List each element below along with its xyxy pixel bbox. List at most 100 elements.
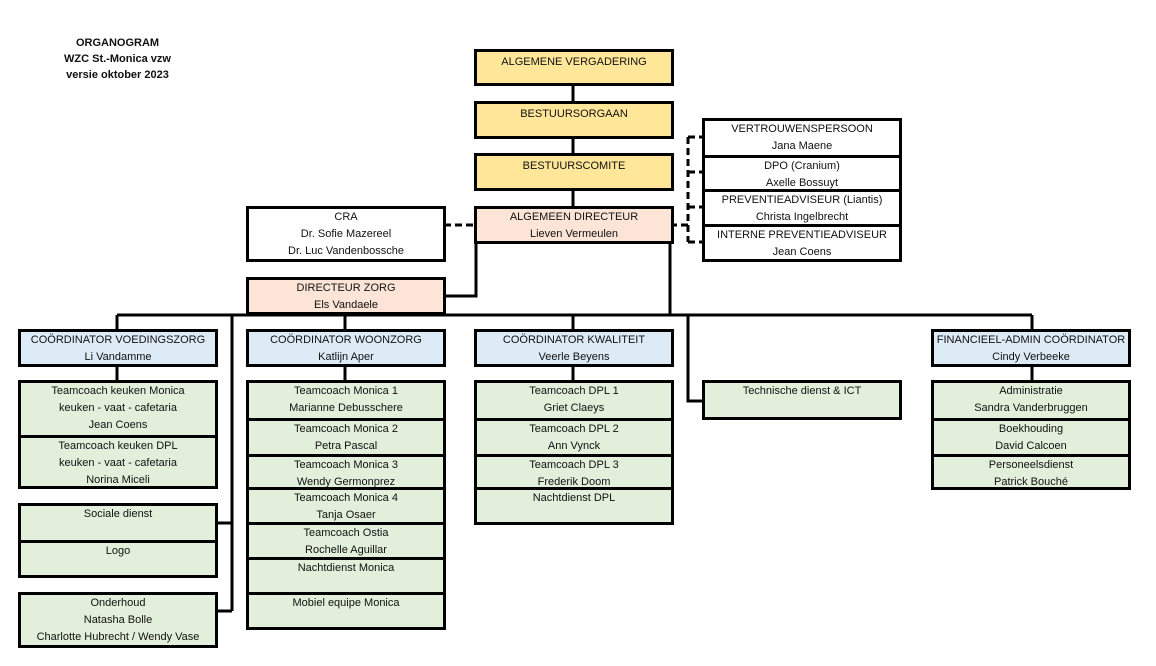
finance-team-box: Personeelsdienst Patrick Bouché bbox=[931, 454, 1131, 490]
quality-team-box: Nachtdienst DPL bbox=[474, 487, 674, 525]
connector-line bbox=[686, 315, 704, 403]
team-line: Norina Miceli bbox=[86, 474, 150, 486]
team-line: Teamcoach Ostia bbox=[303, 527, 389, 539]
advisor-role: DPO (Cranium) bbox=[764, 160, 840, 172]
service-box: Sociale dienst bbox=[18, 503, 218, 543]
service-label: Logo bbox=[105, 545, 131, 557]
team-line: Sandra Vanderbruggen bbox=[974, 402, 1088, 414]
team-line: Teamcoach DPL 2 bbox=[529, 423, 619, 435]
team-line: David Calcoen bbox=[995, 440, 1067, 452]
quality-team-box: Teamcoach DPL 1 Griet Claeys bbox=[474, 380, 674, 421]
finance-team-box: Boekhouding David Calcoen bbox=[931, 418, 1131, 457]
team-line: Marianne Debusschere bbox=[289, 402, 403, 414]
coordinator-role: COÖRDINATOR KWALITEIT bbox=[502, 334, 646, 346]
team-line: Teamcoach Monica 2 bbox=[294, 423, 398, 435]
advisor-box: INTERNE PREVENTIEADVISEUR Jean Coens bbox=[702, 224, 902, 262]
cra-name: Dr. Luc Vandenbossche bbox=[288, 245, 404, 257]
board-box: BESTUURSORGAAN bbox=[474, 101, 674, 139]
care-director-role: DIRECTEUR ZORG bbox=[296, 282, 396, 294]
service-box: Logo bbox=[18, 540, 218, 578]
coordinator-name: Li Vandamme bbox=[84, 351, 152, 363]
living-team-box: Teamcoach Ostia Rochelle Aguillar bbox=[246, 522, 446, 560]
general-director-name: Lieven Vermeulen bbox=[529, 228, 619, 240]
advisor-role: PREVENTIEADVISEUR (Liantis) bbox=[721, 194, 883, 206]
team-line: Frederik Doom bbox=[537, 476, 611, 488]
coordinator-role: COÖRDINATOR VOEDINGSZORG bbox=[30, 334, 206, 346]
technical-service-box: Technische dienst & ICT bbox=[702, 380, 902, 420]
team-line: keuken - vaat - cafetaria bbox=[58, 457, 177, 469]
committee-label: BESTUURSCOMITE bbox=[522, 160, 626, 172]
general-assembly-box: ALGEMENE VERGADERING bbox=[474, 49, 674, 86]
team-line: Wendy Germonprez bbox=[296, 476, 396, 488]
team-line: Rochelle Aguillar bbox=[305, 544, 387, 556]
team-line: Teamcoach keuken DPL bbox=[58, 440, 178, 452]
team-line: Jean Coens bbox=[88, 419, 148, 431]
maintenance-box: Onderhoud Natasha Bolle Charlotte Hubrec… bbox=[18, 592, 218, 648]
team-line: Patrick Bouché bbox=[994, 476, 1068, 488]
living-team-box: Mobiel equipe Monica bbox=[246, 592, 446, 630]
food-team-box: Teamcoach keuken DPL keuken - vaat - caf… bbox=[18, 435, 218, 489]
team-line: Tanja Osaer bbox=[316, 509, 376, 521]
team-line: Natasha Bolle bbox=[83, 614, 153, 626]
living-team-box: Teamcoach Monica 3 Wendy Germonprez bbox=[246, 454, 446, 490]
team-line: keuken - vaat - cafetaria bbox=[58, 402, 177, 414]
quality-team-box: Teamcoach DPL 3 Frederik Doom bbox=[474, 454, 674, 490]
team-line: Petra Pascal bbox=[314, 440, 378, 452]
coordinator-name: Katlijn Aper bbox=[318, 351, 374, 363]
board-label: BESTUURSORGAAN bbox=[520, 108, 628, 120]
team-line: Teamcoach DPL 1 bbox=[529, 385, 619, 397]
team-line: Personeelsdienst bbox=[988, 459, 1074, 471]
team-line: Teamcoach Monica 3 bbox=[294, 459, 398, 471]
care-director-name: Els Vandaele bbox=[313, 299, 378, 311]
cra-name: Dr. Sofie Mazereel bbox=[300, 228, 392, 240]
committee-box: BESTUURSCOMITE bbox=[474, 153, 674, 191]
team-line: Administratie bbox=[999, 385, 1063, 397]
advisor-name: Jean Coens bbox=[772, 246, 832, 258]
living-team-box: Teamcoach Monica 4 Tanja Osaer bbox=[246, 487, 446, 525]
general-director-box: ALGEMEEN DIRECTEUR Lieven Vermeulen bbox=[474, 206, 674, 244]
coordinator-role: COÖRDINATOR WOONZORG bbox=[270, 334, 422, 346]
cra-role: CRA bbox=[334, 211, 358, 223]
coordinator-living-box: COÖRDINATOR WOONZORG Katlijn Aper bbox=[246, 329, 446, 367]
advisor-box: VERTROUWENSPERSOON Jana Maene bbox=[702, 118, 902, 158]
living-team-box: Nachtdienst Monica bbox=[246, 557, 446, 595]
coordinator-role: FINANCIEEL-ADMIN COÖRDINATOR bbox=[936, 334, 1126, 346]
team-line: Ann Vynck bbox=[547, 440, 601, 452]
service-label: Sociale dienst bbox=[83, 508, 153, 520]
advisor-box: DPO (Cranium) Axelle Bossuyt bbox=[702, 155, 902, 192]
advisor-name: Christa Ingelbrecht bbox=[755, 211, 849, 223]
team-line: Teamcoach Monica 4 bbox=[294, 492, 398, 504]
team-line: Teamcoach DPL 3 bbox=[529, 459, 619, 471]
advisor-name: Jana Maene bbox=[771, 140, 833, 152]
chart-title: ORGANOGRAM bbox=[75, 37, 160, 49]
finance-team-box: Administratie Sandra Vanderbruggen bbox=[931, 380, 1131, 421]
care-director-box: DIRECTEUR ZORG Els Vandaele bbox=[246, 277, 446, 315]
advisor-role: INTERNE PREVENTIEADVISEUR bbox=[717, 229, 887, 241]
team-line: Teamcoach keuken Monica bbox=[51, 385, 185, 397]
general-assembly-label: ALGEMENE VERGADERING bbox=[501, 56, 647, 68]
cra-box: CRA Dr. Sofie Mazereel Dr. Luc Vandenbos… bbox=[246, 206, 446, 262]
food-team-box: Teamcoach keuken Monica keuken - vaat - … bbox=[18, 380, 218, 438]
team-line: Onderhoud bbox=[90, 597, 146, 609]
team-line: Charlotte Hubrecht / Wendy Vase bbox=[36, 631, 200, 643]
team-line: Technische dienst & ICT bbox=[742, 385, 862, 397]
general-director-role: ALGEMEEN DIRECTEUR bbox=[509, 211, 639, 223]
quality-team-box: Teamcoach DPL 2 Ann Vynck bbox=[474, 418, 674, 457]
team-line: Nachtdienst DPL bbox=[532, 492, 616, 504]
organization-name: WZC St.-Monica vzw bbox=[64, 53, 171, 65]
team-line: Teamcoach Monica 1 bbox=[294, 385, 398, 397]
team-line: Griet Claeys bbox=[543, 402, 605, 414]
chart-title-block: ORGANOGRAM WZC St.-Monica vzw versie okt… bbox=[40, 35, 195, 83]
advisor-role: VERTROUWENSPERSOON bbox=[731, 123, 873, 135]
coordinator-name: Veerle Beyens bbox=[538, 351, 610, 363]
team-line: Nachtdienst Monica bbox=[297, 562, 395, 574]
connector-line bbox=[444, 242, 478, 298]
coordinator-quality-box: COÖRDINATOR KWALITEIT Veerle Beyens bbox=[474, 329, 674, 367]
team-line: Mobiel equipe Monica bbox=[292, 597, 400, 609]
living-team-box: Teamcoach Monica 2 Petra Pascal bbox=[246, 418, 446, 457]
version-label: versie oktober 2023 bbox=[66, 69, 169, 81]
coordinator-finance-box: FINANCIEEL-ADMIN COÖRDINATOR Cindy Verbe… bbox=[931, 329, 1131, 367]
coordinator-name: Cindy Verbeeke bbox=[992, 351, 1070, 363]
advisor-box: PREVENTIEADVISEUR (Liantis) Christa Inge… bbox=[702, 189, 902, 227]
